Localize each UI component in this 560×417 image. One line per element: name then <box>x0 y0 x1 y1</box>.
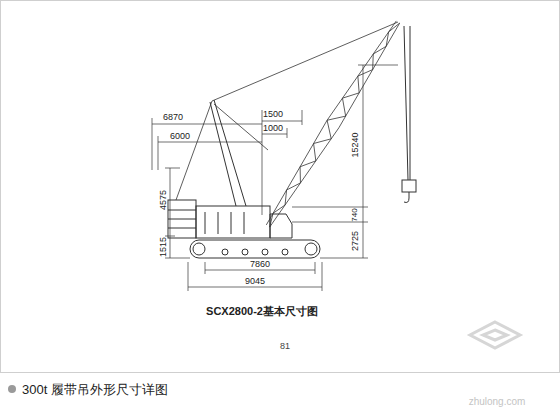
watermark: zhulong.com <box>469 397 526 407</box>
figure-caption: SCX2800-2基本尺寸图 <box>206 306 318 317</box>
cab <box>270 214 292 238</box>
dimension-value: 1500 <box>263 110 283 119</box>
track-rollers <box>193 243 317 255</box>
section-heading: 300t 履带吊外形尺寸详图 <box>22 383 168 396</box>
mast <box>210 102 236 206</box>
counterweight <box>168 200 196 238</box>
boom-pendant <box>212 22 398 101</box>
hook <box>404 192 409 203</box>
bullet-dot <box>8 385 16 393</box>
dimension-value: 6000 <box>170 132 190 141</box>
dimension-value: 7860 <box>250 260 270 269</box>
dimension-lines <box>152 65 398 291</box>
hook-block <box>402 180 416 192</box>
page-frame <box>1 1 560 373</box>
dimension-value: 15240 <box>351 132 360 157</box>
crawler-track <box>190 240 320 258</box>
dimension-value: 9045 <box>245 277 265 286</box>
dimension-value: 1000 <box>263 124 283 133</box>
dimension-value: 1515 <box>159 237 168 257</box>
hoist-rope <box>404 26 408 180</box>
upper-body <box>196 206 270 238</box>
page-number: 81 <box>280 342 290 351</box>
lattice-boom <box>266 21 399 227</box>
crawler-crane <box>168 22 416 258</box>
dimension-value: 6870 <box>163 113 183 122</box>
watermark-logo <box>470 322 520 348</box>
dimension-value: 740 <box>351 208 359 221</box>
dimension-value: 2725 <box>351 231 360 251</box>
dimension-value: 4575 <box>159 190 168 210</box>
